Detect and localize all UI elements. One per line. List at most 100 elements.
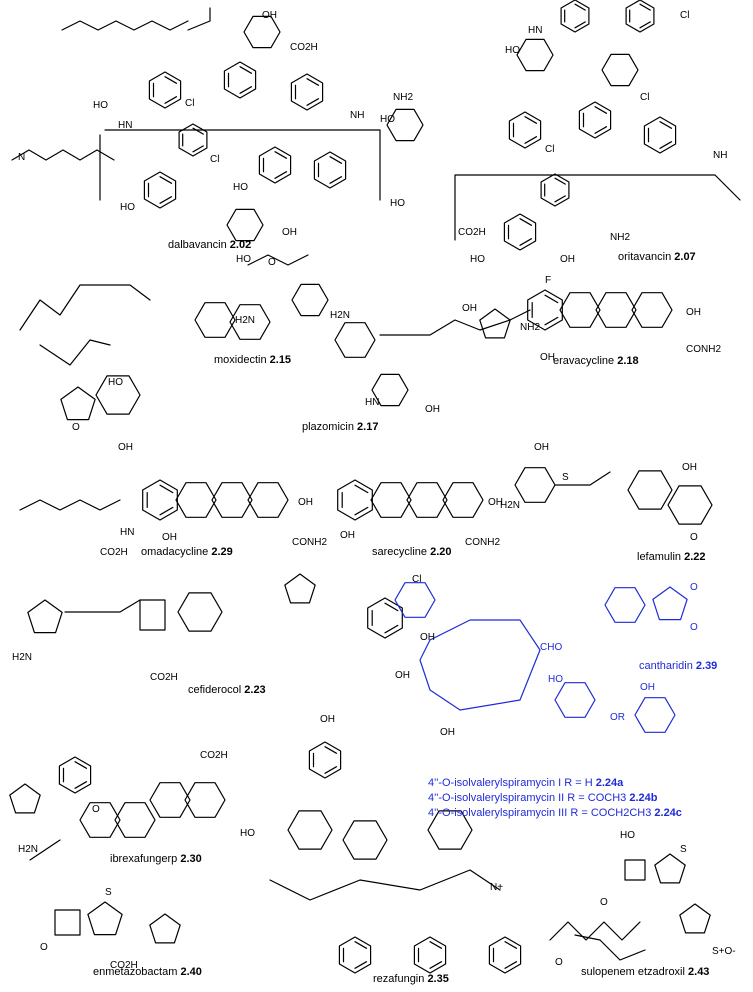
eravacycline-ring-c [559, 292, 601, 328]
oritavancin-ho2: HO [380, 114, 395, 125]
plazomicin-nh2: NH2 [520, 322, 540, 333]
moxidectin-methoxy: O [268, 257, 276, 268]
dalbavancin-oh: OH [262, 10, 277, 21]
enmetazobactam-o: O [40, 942, 48, 953]
eravacycline-oh: OH [686, 307, 701, 318]
enmetazobactam-s: S [105, 887, 112, 898]
moxidectin-cyclohexene [95, 375, 141, 415]
moxidectin-spiro-b [229, 304, 271, 340]
oritavancin-sugar2 [386, 108, 424, 142]
rezafungin-aryl-3 [488, 936, 522, 974]
sulopenem-s: S [680, 844, 687, 855]
cantharidin-bicycle [604, 587, 646, 623]
oritavancin-co2h: CO2H [458, 227, 486, 238]
cefiderocol-catechol-inner [371, 602, 399, 634]
lefamulin-ketone: O [690, 532, 698, 543]
moxidectin-chain-2 [39, 339, 111, 366]
enmetazobactam-co2h: CO2H [110, 960, 138, 971]
dalbavancin-hn: HN [118, 120, 132, 131]
enmetazobactam-thiazolidine [87, 901, 123, 936]
moxidectin-oh: OH [118, 442, 133, 453]
rezafungin-aryl-2-inner [417, 941, 443, 969]
ibrexafungerp-triazole [9, 783, 41, 814]
sarecycline-oh: OH [488, 497, 503, 508]
rezafungin-aryl-2 [413, 936, 447, 974]
omadacycline-neopentyl [19, 499, 121, 511]
dalbavancin-ring-e [313, 151, 347, 189]
dalbavancin-ring-g-inner [182, 127, 204, 153]
plazomicin-sugar-b [371, 373, 409, 407]
dalbavancin-co2h: CO2H [290, 42, 318, 53]
caption-spiramycin-1: 4''-O-isolvalerylspiramycin I R = H 2.24… [428, 777, 624, 789]
sulopenem-ho: HO [620, 830, 635, 841]
dalbavancin-ring-d-inner [262, 151, 288, 179]
dalbavancin-macrocycle [99, 129, 381, 201]
sarecycline-ring-a [442, 482, 484, 518]
caption-ibrexafungerp: ibrexafungerp 2.30 [110, 853, 202, 865]
plazomicin-ho: HO [236, 254, 251, 265]
lefamulin-oh: OH [682, 462, 697, 473]
cefiderocol-oh2: OH [395, 670, 410, 681]
spiramycin-mycarose [634, 697, 676, 733]
cefiderocol-thiazole [27, 599, 63, 634]
spiramycin-oh: OH [640, 682, 655, 693]
dalbavancin-sugar [243, 15, 281, 49]
ibrexafungerp-ring-d [184, 782, 226, 818]
oritavancin-oh: OH [560, 254, 575, 265]
caption-moxidectin: moxidectin 2.15 [214, 354, 291, 366]
dalbavancin-ring-f [143, 171, 177, 209]
cefiderocol-dihydrothiazine [177, 592, 223, 632]
cefiderocol-co2h2: CO2H [150, 672, 178, 683]
oritavancin-ring-d-inner [507, 218, 533, 246]
dalbavancin-ring-b [223, 61, 257, 99]
oritavancin-ring-a [508, 111, 542, 149]
plazomicin-hab-chain [379, 319, 511, 336]
dalbavancin-ho3: HO [120, 202, 135, 213]
lefamulin-h2n: H2N [500, 500, 520, 511]
oritavancin-nh2: NH2 [393, 92, 413, 103]
eravacycline-linker [509, 309, 531, 321]
spiramycin-ho: HO [548, 674, 563, 685]
caption-lefamulin: lefamulin 2.22 [637, 551, 706, 563]
sarecycline-conh2: CONH2 [465, 537, 500, 548]
oritavancin-glucose [601, 53, 639, 87]
cefiderocol-pyrrolidinium [284, 573, 316, 604]
cantharidin-o2: O [690, 622, 698, 633]
caption-cefiderocol: cefiderocol 2.23 [188, 684, 266, 696]
oritavancin-ring-c-inner [647, 121, 673, 149]
caption-cantharidin: cantharidin 2.39 [639, 660, 717, 672]
eravacycline-ring-d-inner [531, 294, 559, 326]
moxidectin-chain-1 [19, 284, 151, 331]
omadacycline-oh2: OH [162, 532, 177, 543]
rezafungin-oh: OH [320, 714, 335, 725]
plazomicin-oh: OH [462, 303, 477, 314]
oritavancin-hn: HN [528, 25, 542, 36]
plazomicin-hn: HN [365, 397, 379, 408]
caption-omadacycline: omadacycline 2.29 [141, 546, 233, 558]
dalbavancin-ring-e-inner [317, 156, 343, 184]
lefamulin-s: S [562, 472, 569, 483]
rezafungin-n-plus: N+ [490, 882, 503, 893]
omadacycline-ring-b [211, 482, 253, 518]
caption-oritavancin: oritavancin 2.07 [618, 251, 696, 263]
eravacycline-ring-a [631, 292, 673, 328]
oritavancin-ring-c [643, 116, 677, 154]
dalbavancin-ho: HO [93, 100, 108, 111]
rezafungin-phenol [308, 741, 342, 779]
oritavancin-cl: Cl [680, 10, 689, 21]
dalbavancin-ring-d [258, 146, 292, 184]
rezafungin-aryl-1-inner [342, 941, 368, 969]
plazomicin-h2n: H2N [235, 315, 255, 326]
cantharidin-anhydride [652, 586, 688, 621]
ibrexafungerp-h2n: H2N [18, 844, 38, 855]
ibrexafungerp-co2h: CO2H [200, 750, 228, 761]
omadacycline-ring-d [142, 479, 178, 521]
eravacycline-ring-d [527, 289, 563, 331]
omadacycline-oh: OH [298, 497, 313, 508]
spiramycin-or: OR [610, 712, 625, 723]
dalbavancin-ring-g [178, 123, 208, 157]
spiramycin-macrolactone [419, 619, 541, 711]
ibrexafungerp-ring-a [79, 802, 121, 838]
eravacycline-f: F [545, 275, 551, 286]
oritavancin-ring-e [540, 173, 570, 207]
